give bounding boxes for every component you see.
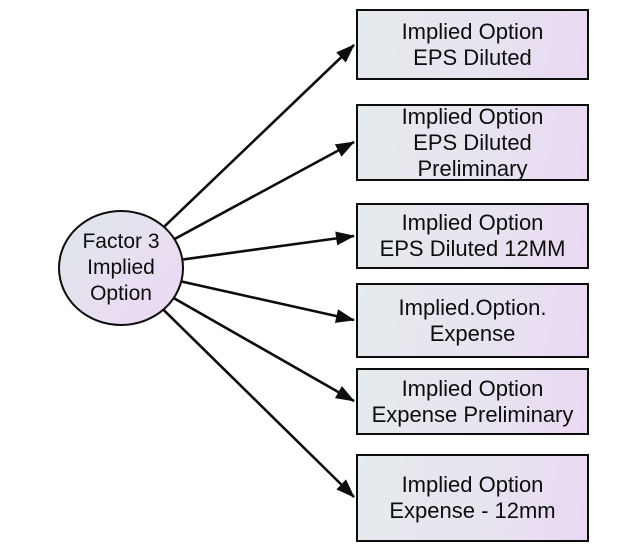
node-label: Implied Option EPS Diluted bbox=[401, 18, 544, 70]
node-box-implied-option-expense-preliminary: Implied Option Expense Preliminary bbox=[356, 368, 589, 435]
node-box-implied-option-expense: Implied.Option. Expense bbox=[356, 283, 589, 358]
factor-ellipse-node: Factor 3 Implied Option bbox=[58, 210, 184, 326]
node-label: Implied Option Expense Preliminary bbox=[371, 375, 574, 427]
node-label: Implied Option EPS Diluted Preliminary bbox=[401, 103, 544, 181]
node-box-implied-option-eps-diluted: Implied Option EPS Diluted bbox=[356, 9, 589, 80]
node-label: Implied Option Expense - 12mm bbox=[389, 472, 556, 523]
node-box-implied-option-expense-12mm: Implied Option Expense - 12mm bbox=[356, 454, 589, 542]
node-box-implied-option-eps-diluted-preliminary: Implied Option EPS Diluted Preliminary bbox=[356, 104, 589, 181]
node-label: Implied Option EPS Diluted 12MM bbox=[379, 210, 566, 261]
factor-label: Factor 3 Implied Option bbox=[82, 230, 160, 305]
node-label: Implied.Option. Expense bbox=[398, 294, 547, 346]
node-box-implied-option-eps-diluted-12mm: Implied Option EPS Diluted 12MM bbox=[356, 203, 589, 269]
